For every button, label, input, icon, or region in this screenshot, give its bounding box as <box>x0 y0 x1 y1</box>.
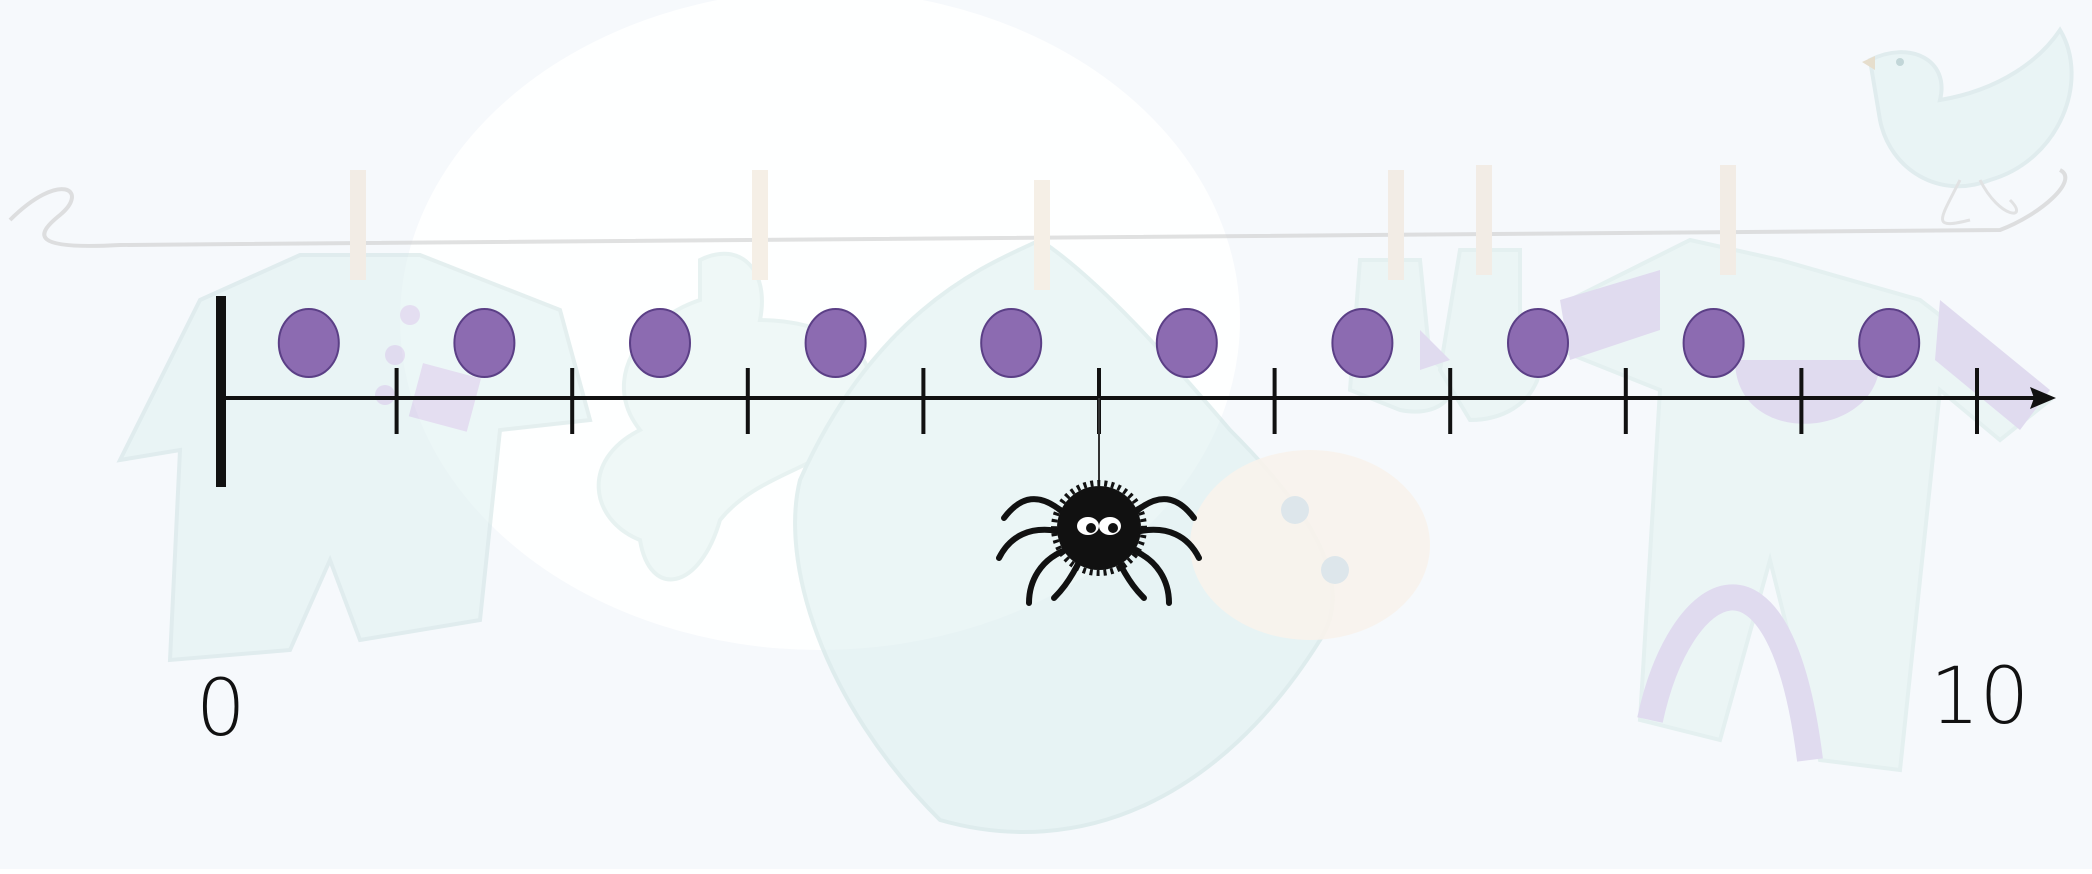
counter-dot <box>1157 309 1217 377</box>
counter-dot <box>981 309 1041 377</box>
number-line-start-label: 0 <box>196 670 246 748</box>
clothes-pin-icon <box>350 170 366 280</box>
number-line-end-label: 10 <box>1930 658 2029 736</box>
counter-dot <box>454 309 514 377</box>
counter-dot <box>1859 309 1919 377</box>
counter-dot <box>279 309 339 377</box>
counter-dot <box>1332 309 1392 377</box>
clothes-pin-icon <box>1034 180 1050 290</box>
clothes-pin-icon <box>1476 165 1492 275</box>
counter-dot <box>806 309 866 377</box>
counter-dot <box>630 309 690 377</box>
counter-dot <box>1684 309 1744 377</box>
counter-dot <box>1508 309 1568 377</box>
clothes-pin-icon <box>1720 165 1736 275</box>
clothes-pin-icon <box>752 170 768 280</box>
clothes-pin-icon <box>1388 170 1404 280</box>
